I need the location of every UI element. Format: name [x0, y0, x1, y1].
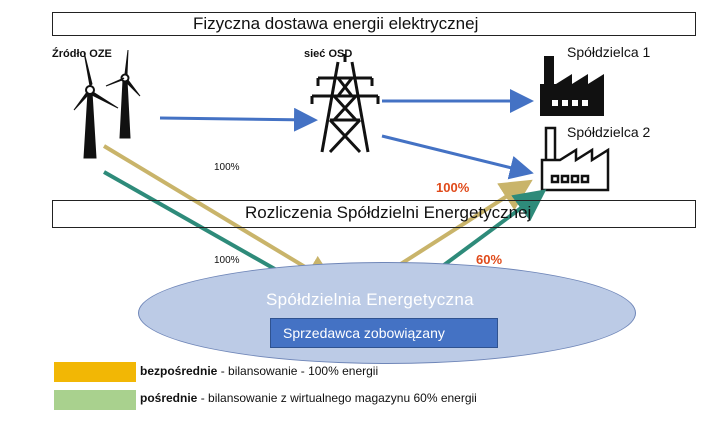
legend-swatch-indirect: [54, 390, 136, 410]
legend-swatch-direct: [54, 362, 136, 382]
settlement-banner: Rozliczenia Spółdzielni Energetycznej: [52, 200, 696, 228]
obligated-seller-box: Sprzedawca zobowiązany: [270, 318, 498, 348]
energy-cooperative-label: Spółdzielnia Energetyczna: [266, 290, 474, 309]
pct-direct-left: 100%: [214, 162, 240, 173]
obligated-seller-label: Sprzedawca zobowiązany: [283, 325, 445, 341]
arrow-indirect-coop-to-coop2: [438, 189, 547, 270]
factory-icon-1: [540, 56, 604, 116]
physical-delivery-banner: Fizyczna dostawa energii elektrycznej: [52, 12, 696, 36]
arrow-source-to-grid: [159, 107, 318, 132]
wind-turbine-icon: [73, 49, 141, 159]
factory-icon-2: [540, 126, 610, 192]
legend-item-direct: bezpośrednie - bilansowanie - 100% energ…: [140, 364, 378, 378]
legend-direct-term: bezpośrednie: [140, 364, 218, 378]
arrow-indirect-source-to-coop: [103, 170, 281, 274]
energy-cooperative-ellipse: [138, 262, 636, 364]
arrow-direct-source-to-coop: [102, 144, 337, 287]
arrow-direct-coop-to-coop2: [380, 179, 533, 278]
settlement-title: Rozliczenia Spółdzielni Energetycznej: [245, 203, 532, 222]
pct-direct-right: 100%: [436, 180, 470, 195]
pct-indirect-right: 60%: [476, 252, 503, 267]
legend-item-indirect: pośrednie - bilansowanie z wirtualnego m…: [140, 391, 477, 405]
arrow-grid-to-coop2: [381, 134, 534, 180]
coop1-label: Spółdzielca 1: [567, 44, 651, 60]
legend-direct-desc: - bilansowanie - 100% energii: [217, 364, 379, 378]
coop2-label: Spółdzielca 2: [567, 124, 651, 140]
grid-label: sieć OSD: [304, 48, 353, 60]
legend-indirect-desc: - bilansowanie z wirtualnego magazynu 60…: [197, 391, 477, 405]
power-pylon-icon: [310, 54, 380, 154]
source-label: Źródło OZE: [52, 48, 112, 60]
legend-indirect-term: pośrednie: [140, 391, 198, 405]
pct-indirect-left: 100%: [214, 255, 240, 266]
physical-delivery-title: Fizyczna dostawa energii elektrycznej: [193, 14, 479, 33]
